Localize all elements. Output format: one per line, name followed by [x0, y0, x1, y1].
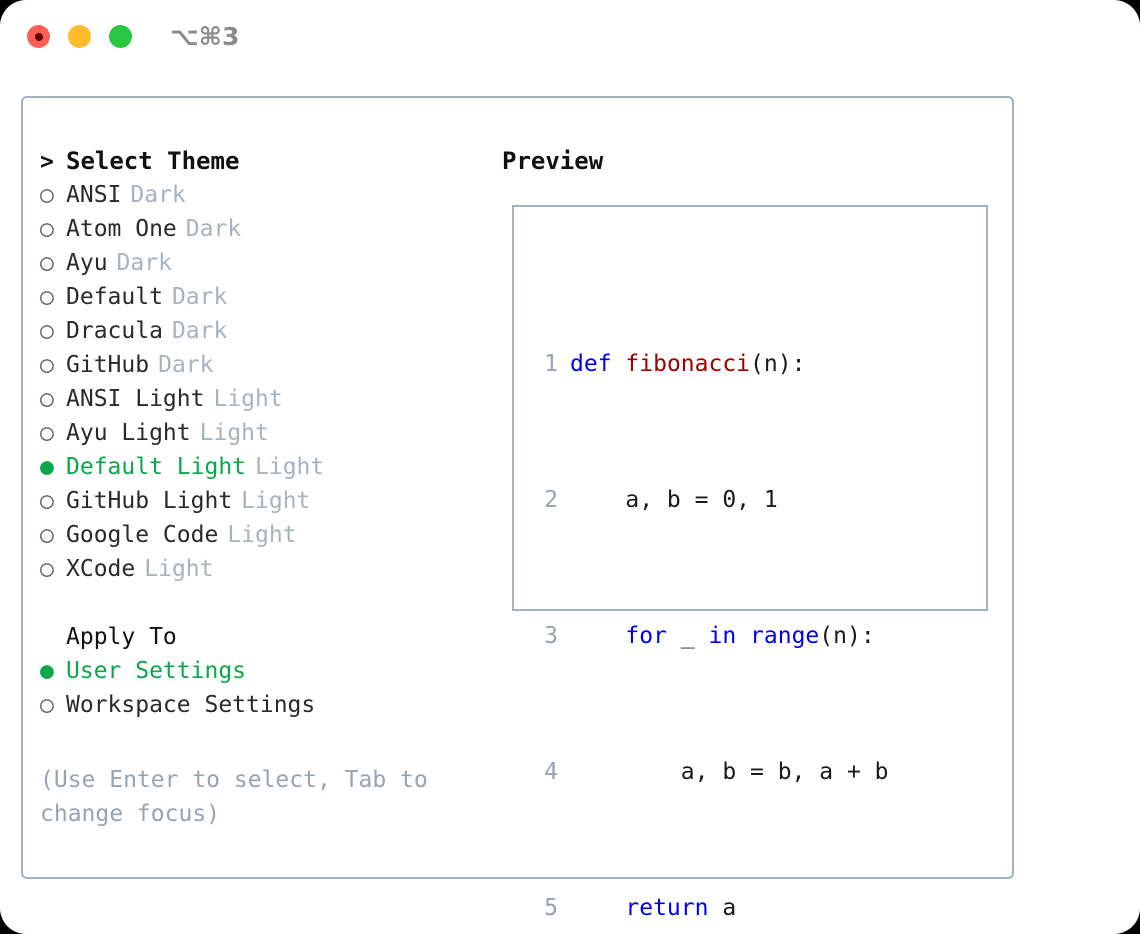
theme-list-column: > Select Theme ○ ANSI Dark ○ Atom One Da… [40, 144, 480, 722]
theme-variant: Dark [158, 352, 214, 378]
radio-icon[interactable]: ○ [40, 556, 54, 582]
theme-variant: Light [213, 386, 283, 412]
theme-variant: Light [255, 454, 325, 480]
heading-indent [40, 620, 66, 654]
code-token: in [708, 623, 737, 649]
window-controls [27, 25, 132, 48]
theme-list-item[interactable]: ○ Default Dark [40, 280, 480, 314]
code-token [570, 623, 625, 649]
theme-list-item-selected[interactable]: ● Default Light Light [40, 450, 480, 484]
code-line: 2 a, b = 0, 1 [534, 483, 916, 517]
title-bar: ⌥⌘3 [0, 0, 1140, 78]
code-line: 1 def fibonacci(n): [534, 347, 916, 381]
apply-to-option[interactable]: ○ Workspace Settings [40, 688, 480, 722]
code-token: return [625, 895, 709, 921]
theme-variant: Dark [171, 318, 228, 344]
page-title: Select Theme [66, 147, 240, 175]
radio-icon[interactable]: ○ [40, 420, 54, 446]
close-button[interactable] [27, 25, 50, 48]
theme-list-item[interactable]: ○ Atom One Dark [40, 212, 480, 246]
theme-list-item[interactable]: ○ ANSI Light Light [40, 382, 480, 416]
code-token: _ [666, 623, 709, 649]
theme-name: Atom One [66, 216, 177, 242]
theme-variant: Dark [130, 182, 186, 208]
radio-icon[interactable]: ○ [40, 488, 54, 514]
line-number: 5 [544, 895, 558, 921]
radio-icon-selected[interactable]: ● [40, 658, 54, 684]
code-token: a, b = 0, 1 [570, 487, 778, 513]
theme-name: GitHub Light [66, 488, 233, 514]
radio-icon[interactable]: ○ [40, 352, 54, 378]
code-token [736, 623, 750, 649]
line-number: 2 [544, 487, 558, 513]
theme-name: ANSI Light [66, 386, 205, 412]
selection-arrow-icon: > [40, 149, 54, 175]
theme-name: Dracula [66, 318, 163, 344]
apply-to-option-label: User Settings [66, 658, 247, 684]
theme-name: Default [66, 284, 163, 310]
radio-icon[interactable]: ○ [40, 182, 54, 208]
theme-name: Ayu [66, 250, 108, 276]
list-spacer [40, 586, 480, 620]
theme-name: Ayu Light [66, 420, 191, 446]
code-token: for [625, 623, 667, 649]
theme-name: XCode [66, 556, 136, 582]
theme-list-item[interactable]: ○ GitHub Light Light [40, 484, 480, 518]
code-token: (n): [819, 623, 875, 649]
theme-variant: Light [199, 420, 269, 446]
code-token: (n): [750, 351, 806, 377]
theme-list-item[interactable]: ○ GitHub Dark [40, 348, 480, 382]
radio-icon[interactable]: ○ [40, 318, 54, 344]
radio-icon[interactable]: ○ [40, 216, 54, 242]
line-number: 4 [544, 759, 558, 785]
theme-variant: Dark [116, 250, 172, 276]
code-line: 3 for _ in range(n): [534, 619, 916, 653]
maximize-button[interactable] [109, 25, 132, 48]
radio-icon-selected[interactable]: ● [40, 454, 54, 480]
theme-name: Google Code [66, 522, 219, 548]
theme-variant: Light [227, 522, 297, 548]
apply-to-label: Apply To [66, 624, 177, 650]
apply-to-heading: Apply To [40, 620, 480, 654]
theme-list-item[interactable]: ○ XCode Light [40, 552, 480, 586]
theme-name: Default Light [66, 454, 247, 480]
code-line: 5 return a [534, 891, 916, 925]
code-line: 4 a, b = b, a + b [534, 755, 916, 789]
radio-icon[interactable]: ○ [40, 692, 54, 718]
keyboard-hint-text: (Use Enter to select, Tab to change focu… [40, 767, 442, 827]
select-theme-heading: > Select Theme [40, 144, 480, 178]
radio-icon[interactable]: ○ [40, 522, 54, 548]
radio-icon[interactable]: ○ [40, 250, 54, 276]
theme-variant: Light [144, 556, 214, 582]
code-token: a, b = b, a + b [570, 759, 889, 785]
preview-heading: Preview [502, 147, 604, 175]
theme-variant: Dark [185, 216, 242, 242]
code-token [612, 351, 626, 377]
theme-variant: Light [241, 488, 311, 514]
theme-list-item[interactable]: ○ Ayu Light Light [40, 416, 480, 450]
apply-to-option-label: Workspace Settings [66, 692, 316, 718]
code-token [570, 895, 625, 921]
radio-icon[interactable]: ○ [40, 386, 54, 412]
theme-list-item[interactable]: ○ Ayu Dark [40, 246, 480, 280]
theme-name: GitHub [66, 352, 150, 378]
minimize-button[interactable] [68, 25, 91, 48]
code-token: fibonacci [625, 351, 751, 377]
theme-picker-dialog: > Select Theme ○ ANSI Dark ○ Atom One Da… [21, 96, 1014, 921]
code-token: def [570, 351, 612, 377]
code-token: range [750, 623, 820, 649]
line-number: 1 [544, 351, 558, 377]
theme-list-item[interactable]: ○ ANSI Dark [40, 178, 480, 212]
line-number: 3 [544, 623, 558, 649]
theme-name: ANSI [66, 182, 122, 208]
code-token: a [708, 895, 737, 921]
theme-list-item[interactable]: ○ Dracula Dark [40, 314, 480, 348]
theme-variant: Dark [171, 284, 228, 310]
keyboard-shortcut-label: ⌥⌘3 [170, 22, 240, 51]
apply-to-option-selected[interactable]: ● User Settings [40, 654, 480, 688]
theme-list-item[interactable]: ○ Google Code Light [40, 518, 480, 552]
radio-icon[interactable]: ○ [40, 284, 54, 310]
